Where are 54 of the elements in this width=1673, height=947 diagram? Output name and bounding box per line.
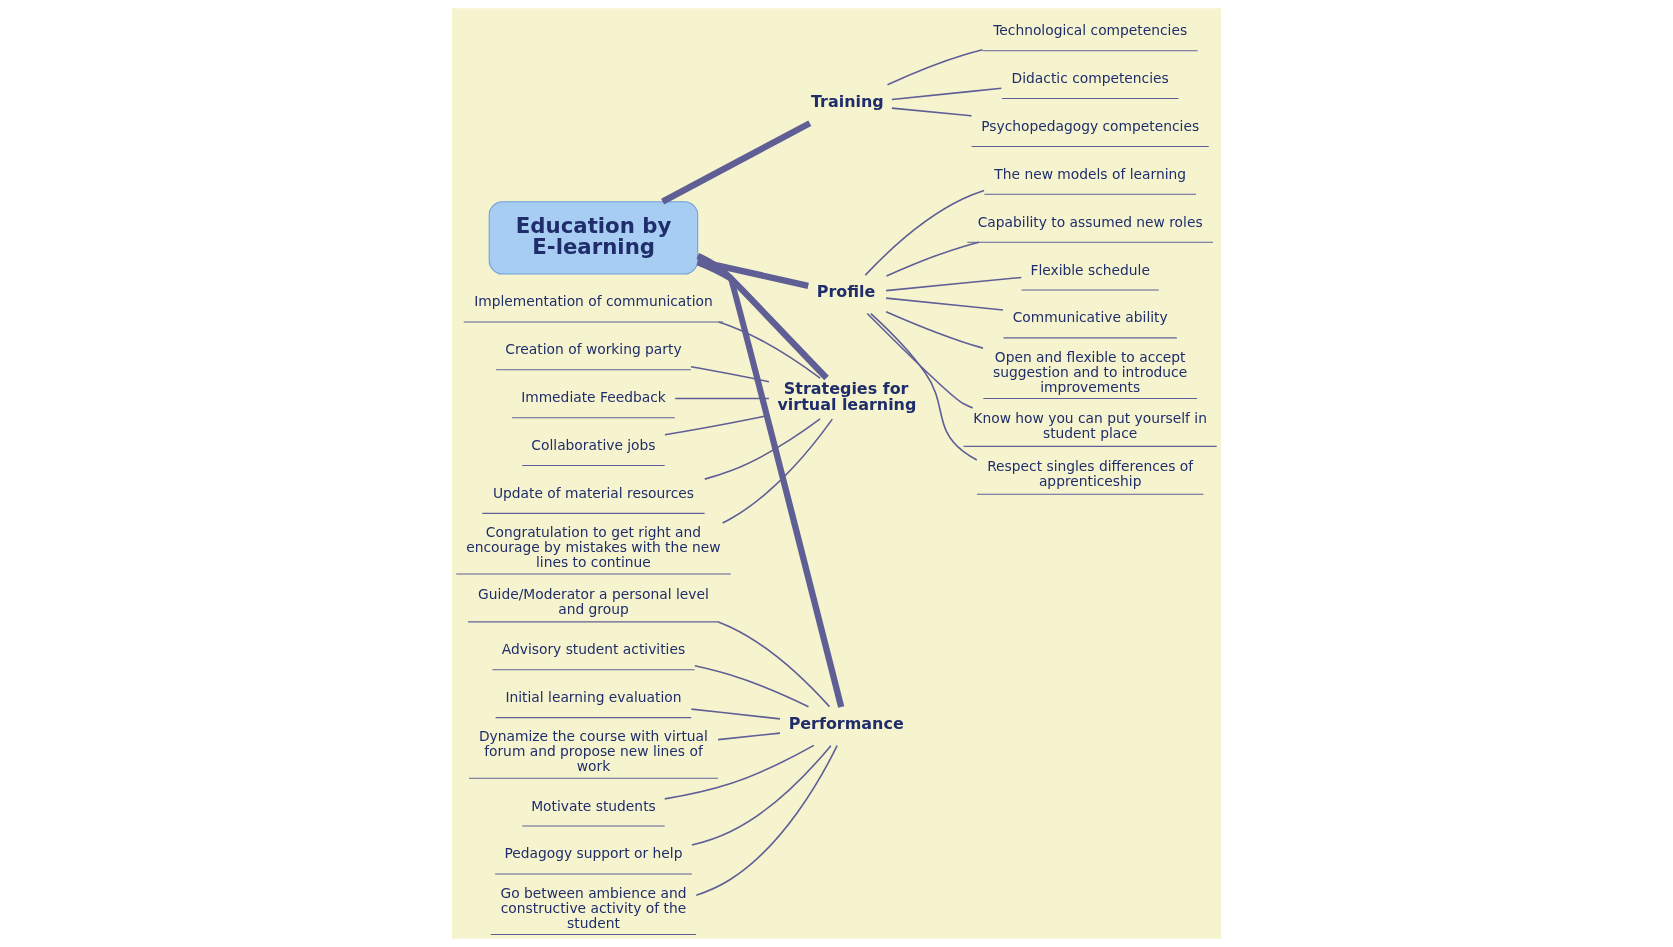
node-text: Congratulation to get right and encourage by mistakes with the new lines to continue <box>466 524 721 570</box>
node-text: Respect singles differences of apprenticeship <box>987 458 1194 490</box>
node-text: The new models of learning <box>994 165 1187 182</box>
connector <box>870 312 978 461</box>
connector <box>695 744 838 897</box>
node-text: Profile <box>816 281 876 301</box>
connector <box>697 257 809 289</box>
node-text: Advisory student activities <box>501 641 686 658</box>
node-text: Go between ambience and constructive activity of the student <box>500 884 687 931</box>
connector <box>885 297 1004 311</box>
connector <box>866 312 974 409</box>
node-text: Pedagogy support or help <box>504 845 683 862</box>
connector <box>886 48 984 86</box>
node-text: Flexible schedule <box>1030 261 1150 278</box>
node-text: Know how you can put yourself in student place <box>973 410 1207 442</box>
connector <box>717 321 821 379</box>
node-text: Technological competencies <box>993 22 1188 39</box>
node-text: Update of material resources <box>492 484 695 501</box>
connector <box>717 732 781 741</box>
connector <box>691 744 832 846</box>
connector <box>885 241 980 277</box>
node-text: Initial learning evaluation <box>505 689 682 706</box>
node-text: Immediate Feedback <box>521 389 666 406</box>
node-text: Psychopedagogy competencies <box>981 117 1200 134</box>
node-text: Capability to assumed new roles <box>977 213 1203 230</box>
node-text: Didactic competencies <box>1011 70 1169 87</box>
node-text: Collaborative jobs <box>531 436 656 453</box>
connector <box>694 665 810 708</box>
node-text: Strategies for virtual learning <box>777 379 917 415</box>
node-box: Education by E-learning <box>488 201 699 275</box>
node-text: Motivate students <box>531 797 656 814</box>
connector <box>703 418 821 480</box>
node-text: Dynamize the course with virtual forum and propose new lines of work <box>478 728 708 775</box>
connector <box>690 365 770 383</box>
connector <box>661 120 812 205</box>
connector <box>663 744 815 800</box>
connector <box>721 418 834 524</box>
node-text: Implementation of communication <box>474 293 713 310</box>
connector <box>864 189 985 276</box>
connector <box>690 708 781 720</box>
connector <box>891 87 1003 101</box>
node-text: Training <box>810 91 884 111</box>
node-text: Open and flexible to accept suggestion and to introduce improvements <box>993 348 1188 395</box>
node-text: Communicative ability <box>1012 309 1168 326</box>
connector <box>891 107 973 117</box>
node-text: Performance <box>788 713 904 733</box>
node-text: Guide/Moderator a personal level and group <box>478 585 709 617</box>
node-text: Creation of working party <box>505 341 682 358</box>
connector <box>696 259 829 381</box>
connector <box>885 276 1023 292</box>
connector <box>885 310 984 349</box>
connector <box>674 397 770 400</box>
connector <box>717 621 831 708</box>
connector <box>696 252 845 708</box>
